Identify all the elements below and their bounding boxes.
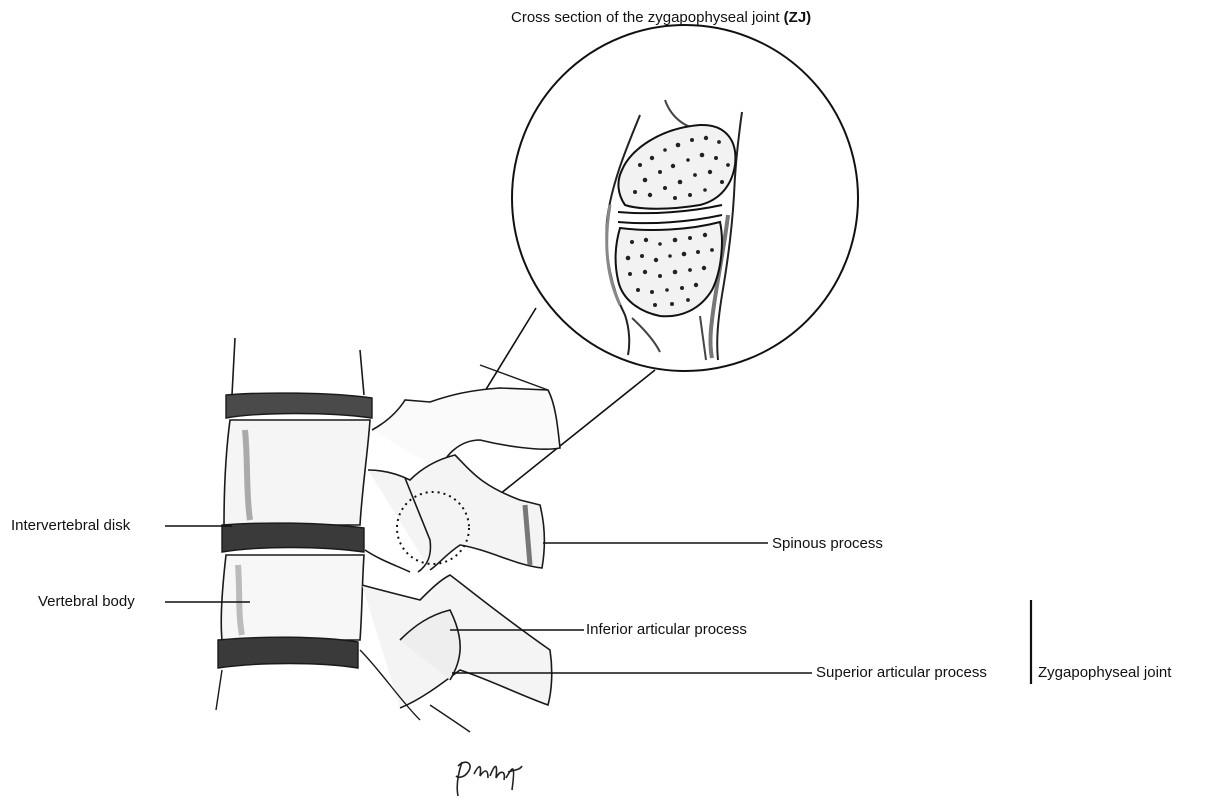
label-spinous-process: Spinous process [772, 536, 883, 551]
upper-body-right-edge [360, 350, 364, 395]
middle-spinous-process [368, 455, 544, 570]
artist-signature [456, 762, 522, 796]
title-abbrev: (ZJ) [784, 9, 812, 26]
middle-pedicle-lower [365, 550, 410, 572]
diagram-title: Cross section of the zygapophyseal joint… [511, 9, 811, 26]
bottom-body-left-edge [216, 670, 222, 710]
upper-body-left-edge [232, 338, 235, 395]
lower-process-tail [430, 705, 470, 732]
label-vertebral-body: Vertebral body [38, 594, 135, 609]
label-inferior-articular-process: Inferior articular process [586, 622, 747, 637]
upper-process-edge [480, 365, 548, 390]
middle-intervertebral-disk [222, 523, 364, 552]
cross-section-magnifier [512, 25, 858, 371]
label-superior-articular-process: Superior articular process [816, 665, 987, 680]
label-intervertebral-disk: Intervertebral disk [11, 518, 130, 533]
upper-spinous-process [372, 388, 560, 470]
title-text: Cross section of the zygapophyseal joint [511, 9, 779, 26]
lower-body-shading [238, 565, 242, 635]
upper-intervertebral-disk [226, 393, 372, 418]
label-zygapophyseal-joint: Zygapophyseal joint [1038, 665, 1171, 680]
lower-intervertebral-disk [218, 637, 358, 668]
